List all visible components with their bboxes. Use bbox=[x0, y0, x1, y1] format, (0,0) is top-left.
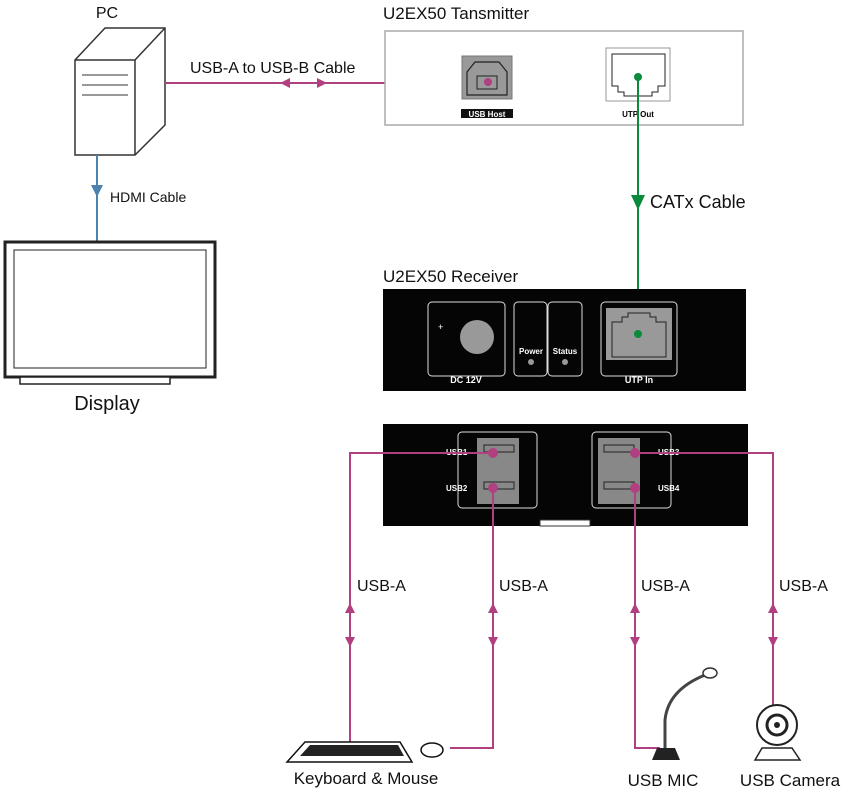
pc-icon bbox=[74, 27, 166, 156]
receiver-rear-panel bbox=[383, 424, 748, 526]
power-led bbox=[528, 359, 534, 365]
camera-icon bbox=[753, 704, 802, 761]
arrow-down-icon bbox=[631, 195, 645, 210]
usb-a-label-4: USB-A bbox=[779, 578, 828, 595]
catx-cable-label: CATx Cable bbox=[650, 192, 746, 212]
dc-label: DC 12V bbox=[450, 375, 482, 385]
display-label: Display bbox=[74, 393, 140, 415]
status-led bbox=[562, 359, 568, 365]
transmitter-panel bbox=[384, 30, 744, 126]
polarity-icon: + bbox=[438, 322, 443, 332]
usb-a-label-1: USB-A bbox=[357, 578, 406, 595]
display-icon bbox=[3, 240, 217, 385]
usb-camera-label: USB Camera bbox=[740, 771, 841, 790]
bidirectional-arrow-icons bbox=[345, 603, 778, 647]
usb-ports-1-2 bbox=[477, 438, 519, 504]
usb4-label: USB4 bbox=[658, 484, 680, 493]
utp-in-label: UTP In bbox=[625, 375, 653, 385]
keyboard-mouse-label: Keyboard & Mouse bbox=[294, 769, 439, 788]
usb-a-label-3: USB-A bbox=[641, 578, 690, 595]
microphone-icon bbox=[652, 667, 718, 760]
hdmi-cable-label: HDMI Cable bbox=[110, 189, 186, 205]
status-label: Status bbox=[553, 347, 578, 356]
arrow-down-icon bbox=[91, 185, 103, 197]
power-label: Power bbox=[519, 347, 543, 356]
usb-mic-label: USB MIC bbox=[628, 771, 699, 790]
usb-host-label: USB Host bbox=[469, 110, 506, 119]
transmitter-title: U2EX50 Tansmitter bbox=[383, 4, 529, 23]
receiver-front-panel bbox=[383, 289, 746, 391]
receiver-title: U2EX50 Receiver bbox=[383, 267, 518, 286]
keyboard-icon bbox=[285, 741, 414, 763]
usb-ab-cable-label: USB-A to USB-B Cable bbox=[190, 60, 356, 77]
usb-a-label-2: USB-A bbox=[499, 578, 548, 595]
dc-jack bbox=[460, 320, 494, 354]
usb-host-port: USB Host bbox=[461, 55, 513, 119]
pc-label: PC bbox=[96, 5, 118, 22]
mouse-icon bbox=[420, 742, 444, 758]
usb2-label: USB2 bbox=[446, 484, 468, 493]
